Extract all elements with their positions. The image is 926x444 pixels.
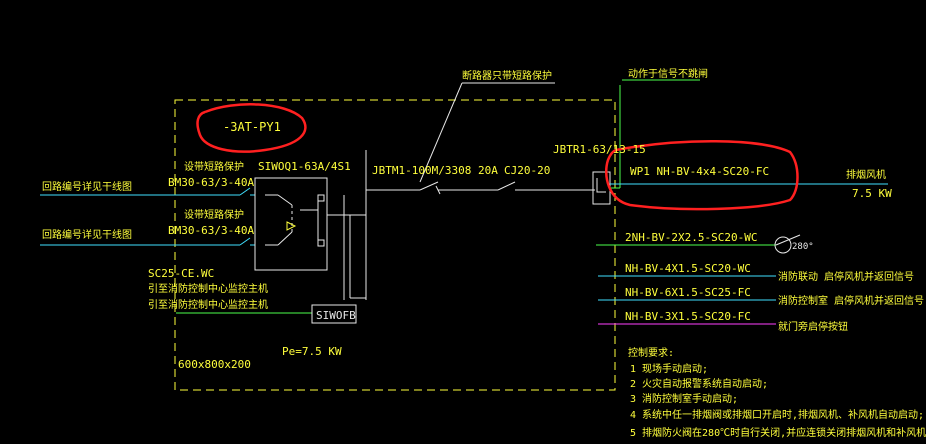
branch-3-target: 消防控制室 启停风机并返回信号 (778, 294, 924, 307)
branch-1-cable: 2NH-BV-2X2.5-SC20-WC (625, 231, 757, 244)
control-item-5: 5 排烟防火阀在280℃时自行关闭,并应连锁关闭排烟风机和补风机。 (630, 426, 926, 439)
box-label: -3AT-PY1 (223, 120, 281, 134)
changeover-switch (254, 177, 328, 271)
branch-4-cable: NH-BV-3X1.5-SC20-FC (625, 310, 751, 323)
box-boundary (174, 99, 616, 391)
breaker-note: 断路器只带短路保护 (462, 69, 552, 82)
main-breaker-label: JBTM1-100M/3308 20A (372, 164, 498, 177)
signal-note: 动作于信号不跳闸 (628, 67, 708, 80)
siwofb-label: SIWOFB (316, 309, 356, 322)
branch-1-target: 280° (792, 242, 814, 252)
branch-2-target: 消防联动 启停风机并返回信号 (778, 270, 914, 283)
left-note-2: 引至消防控制中心监控主机 (148, 298, 268, 311)
cable-label: WP1 NH-BV-4x4-SC20-FC (630, 165, 769, 178)
pe-label: Pe=7.5 KW (282, 345, 342, 358)
input-2-label: 回路编号详见干线图 (42, 228, 132, 241)
siwofb-box (176, 304, 357, 324)
conduit-note: SC25-CE.WC (148, 267, 214, 280)
branch-lines (596, 234, 801, 325)
switch-label: SIWOQ1-63A/4S1 (258, 160, 351, 173)
control-title: 控制要求: (628, 346, 674, 359)
thermal-relay-label: JBTR1-63/13-15 (553, 143, 646, 156)
main-breaker (419, 181, 498, 195)
load-label: 排烟风机 (846, 168, 886, 181)
control-item-3: 3 消防控制室手动启动; (630, 392, 738, 405)
control-item-4: 4 系统中任一排烟阀或排烟口开启时,排烟风机、补风机自动启动; (630, 408, 924, 421)
input-1-label: 回路编号详见干线图 (42, 180, 132, 193)
input-2-breaker: BM30-63/3-40A (168, 224, 254, 237)
branch-2-cable: NH-BV-4X1.5-SC20-WC (625, 262, 751, 275)
box-size: 600x800x200 (178, 358, 251, 371)
control-item-2: 2 火灾自动报警系统自动启动; (630, 377, 768, 390)
input-wires (40, 187, 255, 246)
input-2-protection: 设带短路保护 (184, 208, 244, 221)
input-1-breaker: BM30-63/3-40A (168, 176, 254, 189)
branch-4-target: 就门旁启停按钮 (778, 320, 848, 333)
texts: 断路器只带短路保护 动作于信号不跳闸 -3AT-PY1 回路编号详见干线图 设带… (42, 67, 926, 439)
bus-wires (327, 150, 420, 300)
markup-circle-cable (604, 140, 799, 211)
load-power: 7.5 KW (852, 187, 892, 200)
breaker-note-leader (419, 82, 463, 183)
contactor (497, 181, 595, 191)
left-note-1: 引至消防控制中心监控主机 (148, 282, 268, 295)
input-1-protection: 设带短路保护 (184, 160, 244, 173)
markup-circle-label (196, 103, 307, 153)
contactor-label: CJ20-20 (504, 164, 550, 177)
control-item-1: 1 现场手动启动; (630, 362, 708, 375)
branch-3-cable: NH-BV-6X1.5-SC25-FC (625, 286, 751, 299)
